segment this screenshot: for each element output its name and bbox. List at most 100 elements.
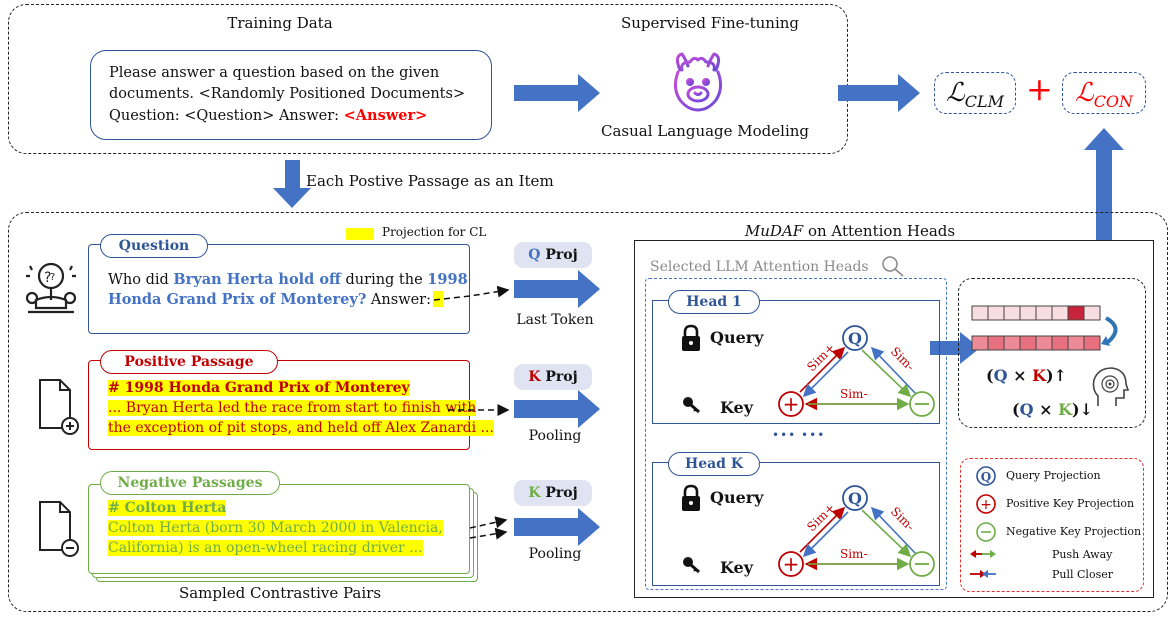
q-text-b: Bryan Herta hold off (173, 271, 341, 288)
q-text-a: Who did (108, 272, 174, 288)
plus-sign: + (1026, 70, 1053, 108)
prompt-question: Question: <Question> Answer: (109, 108, 344, 124)
head-1-box (652, 300, 940, 424)
svg-text:Sim-: Sim- (840, 387, 868, 401)
q-letter: Q (528, 247, 541, 263)
qk-down-times: × (1033, 400, 1059, 419)
q-text-d: 1998 (427, 271, 468, 288)
k-letter-neg: K (528, 485, 541, 501)
pos-line-1: ... Bryan Herta led the race from start … (108, 400, 477, 416)
loss-clm-sub: CLM (964, 92, 1004, 112)
thinking-person-icon: ? ? (25, 262, 77, 314)
neg-line-1: Colton Herta (born 30 March 2000 in Vale… (108, 520, 443, 536)
key-icon-1 (683, 397, 700, 414)
q-text-f: Answer: (366, 292, 431, 308)
positive-text: # 1998 Honda Grand Prix of Monterey ... … (108, 378, 494, 438)
question-text: Who did Bryan Herta hold off during the … (108, 270, 468, 310)
q-text-e: Honda Grand Prix of Monterey? (108, 291, 367, 308)
mudaf-panel (634, 240, 1154, 598)
qk-down-q: Q (1019, 400, 1034, 419)
negative-text: # Colton Herta Colton Herta (born 30 Mar… (108, 498, 443, 558)
clm-label: Casual Language Modeling (600, 122, 810, 140)
loss-clm-box: ℒCLM (934, 72, 1016, 114)
bottom-section-frame (8, 212, 1168, 612)
svg-text:+: + (980, 497, 992, 513)
question-box (88, 244, 470, 334)
triangle-head-1: Q + Sim+ Sim- Sim- (778, 325, 935, 417)
head-target-icon (1092, 367, 1130, 406)
last-token-label: Last Token (516, 312, 594, 328)
lock-icon-k (682, 484, 700, 511)
prompt-line-1: Please answer a question based on the gi… (109, 65, 440, 81)
head-k-tab: Head K (668, 452, 760, 476)
loss-con-sub: CON (1093, 92, 1134, 112)
lock-icon-1 (682, 324, 700, 351)
prompt-answer: <Answer> (343, 107, 428, 124)
pooling-label-1: Pooling (528, 428, 582, 444)
proj-word: Proj (540, 369, 578, 385)
loss-clm-symbol: ℒ (946, 78, 965, 108)
head-k-box (652, 462, 940, 586)
sft-title: Supervised Fine-tuning (620, 14, 800, 32)
key-label-k: Key (720, 558, 754, 577)
k-proj-label-pos: K Proj (514, 364, 592, 390)
projection-legend-swatch (346, 228, 374, 240)
q-text-c: during the (340, 272, 428, 288)
each-positive-label: Each Postive Passage as an Item (306, 172, 554, 190)
query-label-1: Query (710, 328, 764, 347)
legend-query-projection: Query Projection (1006, 469, 1101, 482)
legend-push-away: Push Away (1052, 548, 1113, 561)
svg-text:Sim+: Sim+ (804, 501, 838, 535)
arrow-to-loss (838, 74, 920, 112)
positive-tab: Positive Passage (100, 350, 278, 374)
legend-positive-key-projection: Positive Key Projection (1006, 497, 1135, 510)
loss-con-box: ℒCON (1062, 72, 1146, 114)
k-letter-pos: K (528, 369, 541, 385)
llama-icon (666, 48, 730, 114)
qk-up-label: (Q × K)↑ (986, 366, 1067, 385)
head-1-tab: Head 1 (668, 290, 760, 314)
arrow-up-to-loss (1084, 128, 1124, 240)
pos-line-2: the exception of pit stops, and held off… (108, 420, 494, 436)
document-minus-icon (39, 501, 79, 557)
pooling-label-2: Pooling (528, 546, 582, 562)
loss-con-symbol: ℒ (1074, 78, 1094, 108)
mudaf-title-rest: on Attention Heads (803, 222, 956, 240)
legend-negative-key-projection: Negative Key Projection (1006, 525, 1142, 538)
svg-text:Q: Q (848, 329, 862, 348)
attention-bars (971, 305, 1118, 351)
qk-down-k: K (1058, 400, 1072, 419)
selected-heads-frame (645, 278, 947, 590)
selected-heads-text: Selected LLM Attention Heads (650, 259, 869, 275)
triangle-head-k: Q + Sim+ Sim- Sim- (778, 485, 935, 577)
arrow-to-sft (514, 74, 600, 112)
selected-heads-label: Selected LLM Attention Heads (650, 259, 871, 275)
q-proj-label: Q Proj (514, 242, 592, 268)
legend-symbols: Q + (970, 466, 996, 578)
sampled-pairs-label: Sampled Contrastive Pairs (178, 584, 382, 602)
training-section-frame (8, 4, 848, 154)
svg-text:Sim+: Sim+ (804, 341, 838, 375)
mudaf-title-italic: MuDAF (744, 222, 804, 240)
prompt-box: Please answer a question based on the gi… (90, 50, 492, 140)
qk-down-label: (Q × K)↓ (1012, 400, 1093, 419)
legend-pull-closer: Pull Closer (1052, 568, 1113, 581)
projection-legend-label: Projection for CL (382, 225, 487, 239)
qk-up-q: Q (993, 366, 1008, 385)
k-proj-label-neg: K Proj (514, 480, 592, 506)
svg-text:+: + (783, 392, 800, 416)
svg-text:?: ? (44, 270, 51, 286)
document-plus-icon (39, 379, 79, 435)
proj-word: Proj (540, 247, 578, 263)
neg-line-2: California) is an open-wheel racing driv… (108, 540, 423, 556)
neg-title: # Colton Herta (108, 500, 227, 516)
query-label-k: Query (710, 488, 764, 507)
svg-text:+: + (783, 552, 800, 576)
training-data-title: Training Data (227, 14, 333, 32)
proj-word: Proj (540, 485, 578, 501)
svg-text:?: ? (50, 272, 55, 283)
pos-title: # 1998 Honda Grand Prix of Monterey (108, 380, 410, 396)
